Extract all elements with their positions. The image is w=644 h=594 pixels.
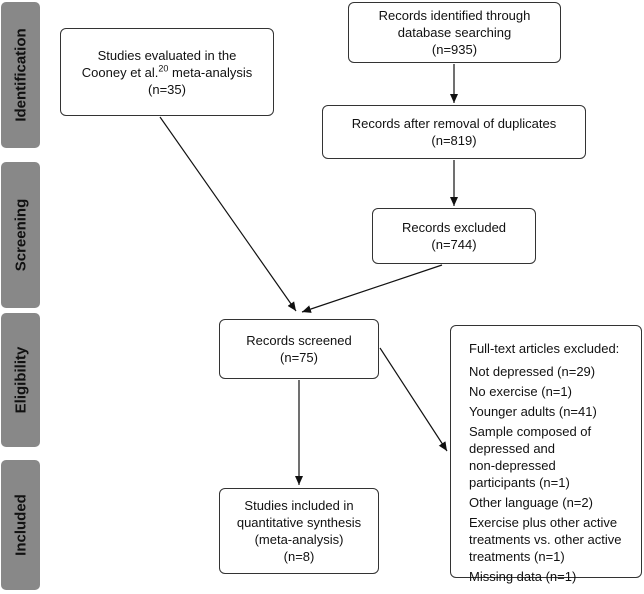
- phase-included-label: Included: [1, 460, 40, 590]
- excluded-count: (n=744): [431, 237, 477, 252]
- included-line2: quantitative synthesis: [236, 515, 362, 530]
- exclusion-reason-line: non-depressed: [469, 458, 556, 473]
- deduplicated-count: (n=819): [431, 133, 477, 148]
- box-records-screened: Records screened (n=75): [219, 319, 379, 379]
- box-studies-included: Studies included in quantitative synthes…: [219, 488, 379, 574]
- fulltext-excluded-title: Full-text articles excluded:: [469, 341, 620, 356]
- cooney-line1: Studies evaluated in the: [97, 47, 237, 63]
- screened-line1: Records screened: [246, 333, 352, 348]
- exclusion-reason-item: Sample composed of depressed and non-depre…: [469, 423, 621, 491]
- exclusion-reason-item: Not depressed (n=29): [469, 363, 621, 380]
- cooney-line2-suffix: meta-analysis: [168, 64, 253, 80]
- cooney-line2-text: Cooney et al.: [81, 64, 159, 80]
- identified-count: (n=935): [431, 42, 478, 57]
- box-fulltext-excluded: Full-text articles excluded: Not depress…: [450, 325, 642, 584]
- cooney-reference-sup: 20: [158, 63, 169, 74]
- included-line3: (meta-analysis): [254, 532, 344, 547]
- arrow-cooney-to-screened: [159, 116, 297, 312]
- exclusion-reason-line: treatments vs. other active: [469, 532, 622, 547]
- exclusion-reason-line: Missing data (n=1): [469, 569, 577, 584]
- exclusion-reason-line: Exercise plus other active: [469, 515, 618, 530]
- identified-line2: database searching: [397, 25, 512, 40]
- cooney-count: (n=35): [148, 81, 186, 97]
- deduplicated-line1: Records after removal of duplicates: [351, 116, 557, 131]
- box-records-excluded: Records excluded (n=744): [372, 208, 536, 264]
- exclusion-reason-line: Not depressed (n=29): [469, 364, 596, 379]
- exclusion-reason-line: participants (n=1): [469, 475, 570, 490]
- phase-screening-label: Screening: [1, 162, 40, 308]
- identified-line1: Records identified through: [378, 8, 531, 23]
- exclusion-reason-item: Missing data (n=1): [469, 568, 621, 585]
- excluded-line1: Records excluded: [401, 220, 507, 235]
- box-cooney-studies: Studies evaluated in the Cooney et al.20…: [60, 28, 274, 116]
- arrow-excluded-to-screened: [301, 264, 443, 313]
- included-count: (n=8): [283, 549, 315, 564]
- exclusion-reason-item: No exercise (n=1): [469, 383, 621, 400]
- exclusion-reason-item: Exercise plus other active treatments vs.…: [469, 514, 621, 565]
- exclusion-reason-item: Other language (n=2): [469, 494, 621, 511]
- phase-eligibility-label: Eligibility: [1, 313, 40, 447]
- box-records-after-duplicates: Records after removal of duplicates (n=8…: [322, 105, 586, 159]
- exclusion-reason-line: Younger adults (n=41): [469, 404, 597, 419]
- box-records-identified: Records identified through database sear…: [348, 2, 561, 63]
- included-line1: Studies included in: [244, 498, 354, 513]
- exclusion-reason-line: depressed and: [469, 441, 556, 456]
- arrow-screened-to-fulltext-excluded: [379, 347, 448, 452]
- screened-count: (n=75): [280, 350, 318, 365]
- exclusion-reason-line: Sample composed of: [469, 424, 592, 439]
- phase-identification-label: Identification: [1, 2, 40, 148]
- cooney-line2: Cooney et al.20 meta-analysis: [82, 64, 252, 81]
- exclusion-reason-line: Other language (n=2): [469, 495, 593, 510]
- exclusion-reason-line: treatments (n=1): [469, 549, 565, 564]
- exclusion-reason-line: No exercise (n=1): [469, 384, 572, 399]
- exclusion-reason-item: Younger adults (n=41): [469, 403, 621, 420]
- fulltext-excluded-list: Not depressed (n=29) No exercise (n=1) You…: [469, 360, 621, 585]
